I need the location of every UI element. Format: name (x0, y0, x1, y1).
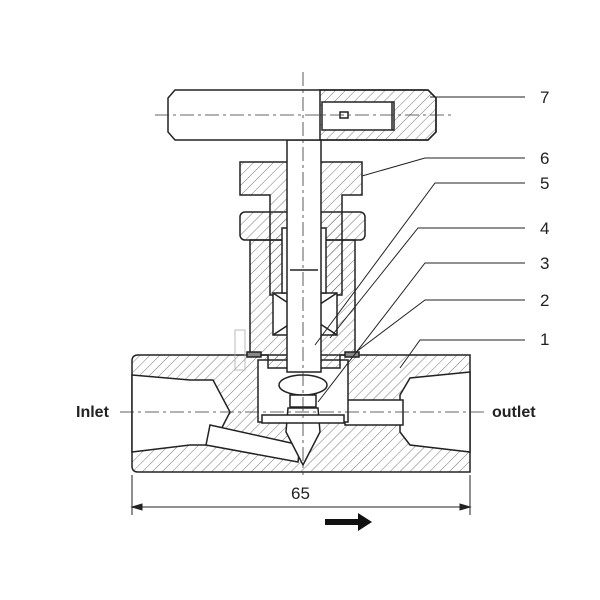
washer-right (344, 351, 360, 358)
stem (286, 139, 322, 373)
outlet-passage (344, 399, 404, 426)
dimension-value: 65 (291, 484, 310, 503)
part-number-5: 5 (540, 174, 550, 193)
leader-lines (314, 96, 525, 403)
part-number-1: 1 (540, 330, 550, 349)
outlet-label: outlet (492, 404, 536, 421)
part-number-2: 2 (540, 291, 550, 310)
inlet-passage (205, 424, 301, 463)
inlet-label: Inlet (76, 404, 109, 421)
part-number-7: 7 (540, 88, 550, 107)
part-number-6: 6 (540, 149, 550, 168)
part-number-4: 4 (540, 219, 550, 238)
part-number-3: 3 (540, 254, 550, 273)
arrow-right-icon (325, 513, 372, 531)
outlet-port (399, 371, 471, 453)
washer-left (246, 351, 262, 358)
